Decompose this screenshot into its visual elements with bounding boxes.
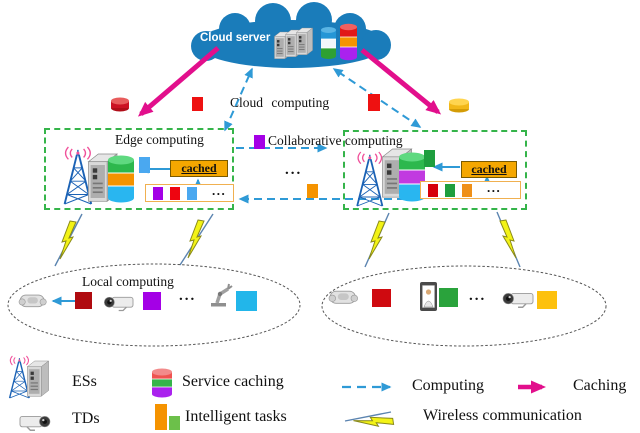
task-square bbox=[307, 184, 318, 198]
cloud-servers-icon bbox=[274, 27, 313, 59]
edge-node-right bbox=[343, 130, 527, 210]
task-square bbox=[153, 186, 163, 200]
task-square bbox=[439, 288, 458, 307]
vr-headset-icon bbox=[328, 290, 359, 304]
edge-node-left bbox=[44, 128, 234, 210]
cloud-server-label: Cloud server bbox=[200, 32, 271, 44]
legend-computing-label: Computing bbox=[412, 377, 485, 394]
legend-td-icon bbox=[19, 415, 51, 431]
collaborative-computing-label: Collaborative computing bbox=[268, 133, 403, 148]
legend-caching-label: Caching bbox=[573, 377, 627, 394]
edge-cache-db-left bbox=[108, 155, 134, 203]
lightning-bolt-icon bbox=[499, 219, 517, 259]
task-square bbox=[368, 94, 380, 111]
computing-arrow-right-cloud bbox=[332, 68, 422, 128]
legend-td-label: TDs bbox=[72, 410, 100, 427]
inter-edge-ellipsis: ... bbox=[285, 162, 303, 178]
legend-task-rect bbox=[169, 416, 180, 430]
local-left-ellipsis: ... bbox=[179, 288, 197, 304]
cached-box-left: cached bbox=[170, 160, 228, 177]
camera-icon bbox=[502, 292, 534, 308]
task-square bbox=[254, 135, 265, 149]
cloud-cache-cylinder-2 bbox=[340, 23, 357, 61]
task-square bbox=[445, 183, 455, 197]
cache-disk-yellow bbox=[449, 98, 469, 113]
legend-intelligent-tasks-label: Intelligent tasks bbox=[185, 408, 287, 425]
task-square bbox=[187, 186, 197, 200]
task-square bbox=[170, 186, 180, 200]
task-square bbox=[139, 157, 150, 173]
queue-ellipsis: ... bbox=[212, 183, 227, 198]
task-square bbox=[236, 291, 257, 311]
lightning-bolt-icon bbox=[368, 220, 386, 260]
legend-service-caching-label: Service caching bbox=[182, 373, 284, 390]
cache-disk-red bbox=[111, 97, 129, 112]
legend-es-label: ESs bbox=[72, 373, 97, 390]
lightning-bolt-icon bbox=[59, 220, 77, 260]
legend-es-icon bbox=[8, 355, 50, 399]
local-computing-label: Local computing bbox=[82, 274, 174, 289]
edge-computing-label: Edge computing bbox=[115, 132, 204, 147]
edge-cache-db-right bbox=[399, 152, 425, 202]
local-group-right-ellipse bbox=[321, 265, 607, 347]
task-square bbox=[75, 292, 92, 309]
lightning-bolt-icon bbox=[187, 219, 205, 259]
task-square bbox=[424, 150, 435, 167]
cloud-computing-label: Cloud computing bbox=[230, 95, 330, 110]
task-square bbox=[372, 289, 391, 307]
task-square bbox=[192, 97, 203, 111]
task-queue-right: ... bbox=[420, 180, 521, 199]
task-square bbox=[143, 292, 161, 310]
legend-wireless-line bbox=[344, 411, 392, 422]
cached-box-right: cached bbox=[461, 161, 517, 178]
vr-headset-icon bbox=[18, 294, 47, 308]
task-square bbox=[537, 291, 557, 309]
legend-task-rect bbox=[155, 404, 167, 430]
local-right-ellipsis: ... bbox=[469, 288, 487, 304]
local-group-left-ellipse bbox=[7, 263, 301, 347]
task-queue-left: ... bbox=[145, 183, 234, 202]
caching-arrow-left bbox=[137, 46, 220, 117]
cloud-cache-cylinder-1 bbox=[321, 27, 336, 59]
smartphone-icon bbox=[420, 282, 437, 311]
robot-arm-icon bbox=[211, 283, 233, 307]
legend-wireless-label: Wireless communication bbox=[423, 407, 582, 424]
queue-ellipsis: ... bbox=[487, 180, 502, 195]
computing-arrow-left-cloud bbox=[224, 67, 253, 132]
legend-service-caching-icon bbox=[152, 368, 172, 398]
task-square bbox=[462, 183, 472, 197]
camera-icon bbox=[103, 296, 134, 312]
task-square bbox=[428, 183, 438, 197]
